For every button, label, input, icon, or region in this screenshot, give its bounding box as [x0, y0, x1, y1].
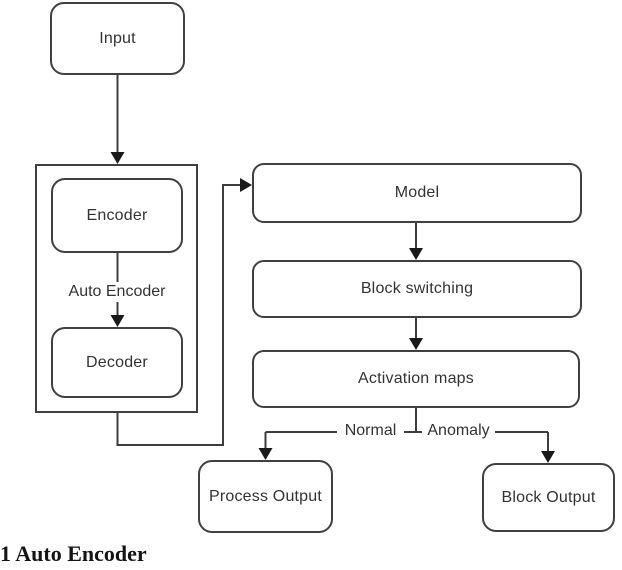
figure-caption: 1 Auto Encoder	[0, 541, 147, 566]
arrowhead-anomaly-to-blockoutput	[541, 451, 555, 463]
input-node: Input	[50, 2, 185, 75]
arrowhead-normal-to-processoutput	[258, 448, 273, 460]
block-switching-node: Block switching	[252, 260, 582, 318]
arrowhead-encoder-to-decoder	[110, 315, 125, 327]
process-output-node: Process Output	[198, 460, 333, 533]
model-node: Model	[252, 163, 582, 223]
arrowhead-model-to-blockswitching	[409, 248, 423, 260]
normal-edge-label: Normal	[337, 421, 404, 441]
encoder-node: Encoder	[51, 178, 183, 253]
arrowhead-input-to-autoencoder	[110, 152, 125, 164]
autoencoder-container-box	[35, 164, 198, 413]
arrowhead-autoencoder-to-model	[240, 178, 252, 192]
block-output-node: Block Output	[482, 463, 615, 532]
arrowhead-blockswitching-to-activationmaps	[409, 338, 423, 350]
edge-autoencoder-to-model	[116, 184, 241, 446]
anomaly-edge-label: Anomaly	[422, 421, 495, 441]
auto-encoder-label: Auto Encoder	[52, 282, 182, 302]
activation-maps-node: Activation maps	[252, 350, 580, 408]
decoder-node: Decoder	[51, 327, 183, 398]
